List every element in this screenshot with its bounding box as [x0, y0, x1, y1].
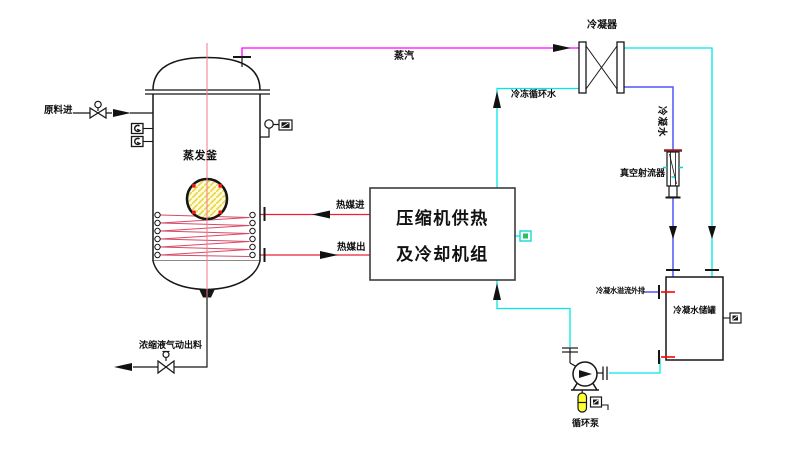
- label-condensate-water: 冷凝水: [656, 106, 667, 138]
- feed-valve: [89, 100, 107, 120]
- level-instruments: [130, 122, 153, 148]
- steam-arrow: [553, 44, 571, 52]
- unit-label-line2: 及冷却机组: [396, 244, 489, 264]
- label-circulation-pump: 循环泵: [572, 418, 600, 428]
- label-condenser: 冷凝器: [587, 20, 617, 31]
- pressure-gauge: [260, 119, 293, 138]
- chilled-up-arrow: [493, 91, 501, 108]
- label-chilled-circulating-water: 冷冻循环水: [511, 89, 557, 99]
- condenser-flange-left: [578, 41, 587, 94]
- feed-line: [73, 100, 153, 120]
- label-heat-medium-out: 热媒出: [337, 242, 366, 253]
- heat-medium-lines: [253, 213, 370, 256]
- pump-instruments: [577, 390, 609, 413]
- label-condensate-tank: 冷凝水储罐: [673, 305, 716, 315]
- coolant-down-arrow: [708, 226, 716, 239]
- compressor-unit-label: 压缩机供热 及冷却机组: [370, 188, 515, 280]
- unit-side-instrument: [519, 230, 532, 242]
- vacuum-jet-device: [663, 149, 683, 199]
- unit-label-line1: 压缩机供热: [396, 208, 489, 228]
- discharge-arrow: [114, 363, 132, 371]
- condenser-flange-right: [616, 41, 625, 94]
- label-heat-medium-in: 热媒进: [336, 200, 365, 211]
- feed-arrow: [113, 109, 131, 117]
- label-steam: 蒸汽: [394, 51, 414, 62]
- jet-cyan-ticks: [663, 166, 683, 178]
- label-concentrate-discharge: 浓缩液气动出料: [139, 340, 203, 350]
- label-vacuum-jet-device: 真空射流器: [620, 168, 666, 178]
- flow-arrows: [113, 44, 716, 371]
- label-evaporator-vessel: 蒸发釜: [183, 150, 218, 162]
- label-raw-material-in: 原料进: [44, 105, 73, 116]
- sight-glass-bolts: [192, 184, 223, 215]
- heating-coil: [160, 214, 250, 257]
- heat-in-arrow: [312, 210, 330, 219]
- return-up-arrow: [493, 283, 501, 300]
- discharge-line: [133, 297, 208, 375]
- coil-tube-ends: [154, 211, 256, 259]
- discharge-valve: [157, 350, 175, 375]
- condenser: [578, 41, 625, 94]
- condensate-down-arrow: [669, 226, 677, 239]
- compressor-unit-box: [369, 187, 532, 281]
- pump-arrow: [579, 370, 592, 378]
- circulation-pump: [562, 347, 609, 413]
- label-condensate-overflow: 冷凝水溢流外排: [596, 286, 645, 295]
- nozzle-ticks: [661, 291, 675, 358]
- steam-line: [241, 47, 580, 56]
- condensate-tank: [658, 269, 742, 364]
- heat-out-arrow: [320, 251, 338, 259]
- tank-level-instrument: [729, 312, 742, 324]
